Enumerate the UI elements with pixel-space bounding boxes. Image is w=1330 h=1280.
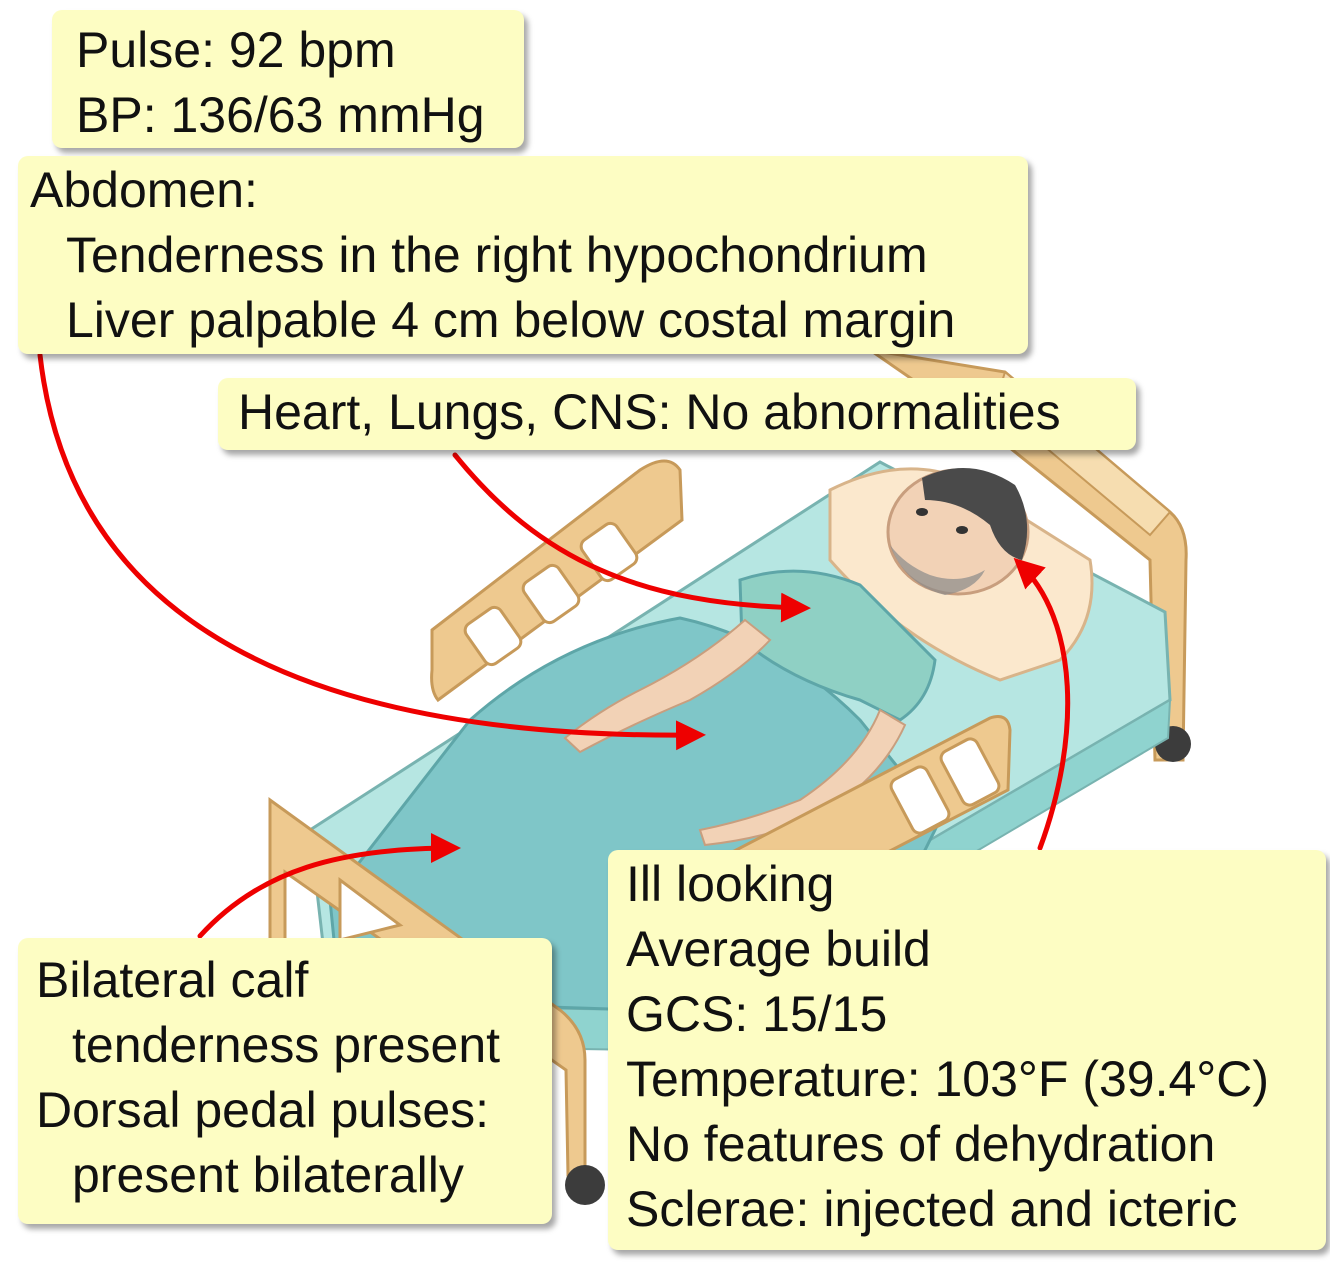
patient-beard [890,545,985,595]
annotation-arrows [37,352,1071,939]
abdomen-note: Abdomen: Tenderness in the right hypocho… [18,156,1028,354]
patient-right-eye [956,526,968,534]
patient-left-eye [916,508,928,516]
annotation-arrow-legs [197,833,461,939]
legs-note: Bilateral calf tenderness present Dorsal… [18,938,552,1224]
calf-finding-line1: Bilateral calf [36,952,309,1008]
patient-left-arm [563,618,772,754]
systems-note: Heart, Lungs, CNS: No abnormalities [218,378,1136,450]
abdomen-finding-tenderness: Tenderness in the right hypochondrium [66,227,928,283]
sclerae-text: Sclerae: injected and icteric [626,1181,1238,1237]
annotation-arrow-head [1013,557,1071,851]
abdomen-finding-liver: Liver palpable 4 cm below costal margin [66,292,956,348]
abdomen-heading: Abdomen: [30,162,258,218]
pedal-pulses-line2: present bilaterally [72,1147,464,1203]
hydration-text: No features of dehydration [626,1116,1216,1172]
annotation-arrow-chest [452,452,811,623]
vitals-note: Pulse: 92 bpm BP: 136/63 mmHg [52,10,524,148]
temperature-text: Temperature: 103°F (39.4°C) [626,1051,1270,1107]
calf-finding-line2: tenderness present [72,1017,501,1073]
gcs-text: GCS: 15/15 [626,986,888,1042]
blood-pressure-text: BP: 136/63 mmHg [76,87,485,143]
annotation-arrow-abdomen [37,352,706,751]
pedal-pulses-line1: Dorsal pedal pulses: [36,1082,490,1138]
general-appearance-text: Ill looking [626,856,835,912]
systems-text: Heart, Lungs, CNS: No abnormalities [238,384,1061,440]
caster-wheel-icon [565,1165,605,1205]
footboard [268,797,605,1205]
pulse-text: Pulse: 92 bpm [76,22,396,78]
build-text: Average build [626,921,931,977]
general-exam-note: Ill looking Average build GCS: 15/15 Tem… [608,850,1326,1250]
patient-hair [922,468,1028,560]
